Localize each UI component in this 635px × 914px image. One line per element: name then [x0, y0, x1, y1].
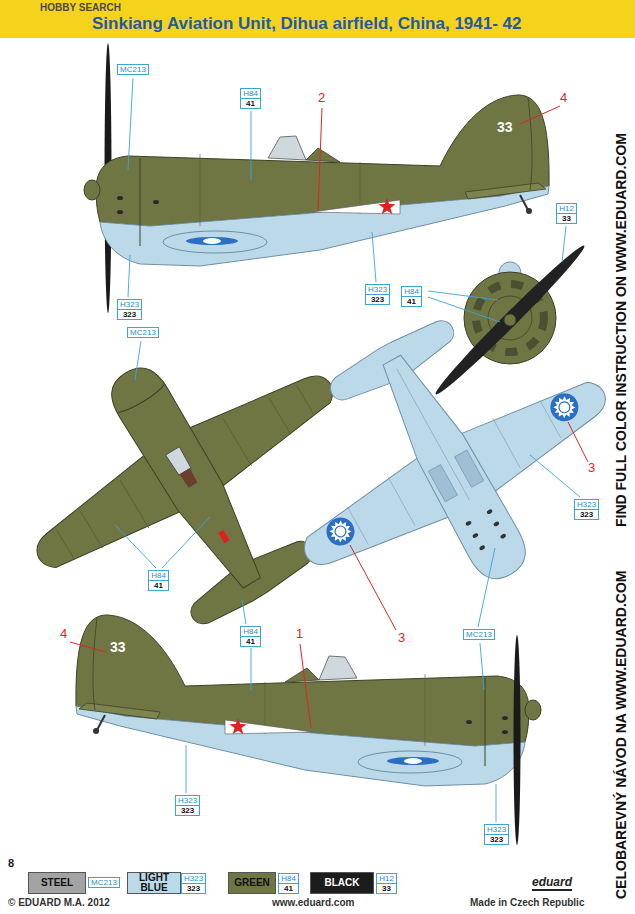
paint-code: H84 — [241, 89, 260, 98]
paint-number: 323 — [176, 805, 199, 815]
paint-code: MC213 — [128, 328, 158, 337]
paint-code: H84 — [402, 287, 421, 296]
callout-number: 3 — [398, 630, 405, 645]
paint-callout: H8441 — [401, 286, 422, 307]
paint-code: H84 — [149, 571, 168, 580]
callout-number: 2 — [318, 90, 325, 105]
paint-number: 41 — [149, 580, 168, 590]
paint-callout: H1233 — [556, 203, 577, 224]
side-view-left — [84, 95, 549, 266]
paint-code: H12 — [557, 204, 576, 213]
paint-callout: H323323 — [117, 299, 142, 320]
paint-code: H323 — [366, 285, 389, 294]
legend-text: LIGHT BLUE — [128, 873, 180, 893]
title-band — [0, 0, 635, 38]
paint-code: H84 — [241, 627, 260, 636]
paint-callout: H1233 — [376, 873, 397, 894]
paint-code: H323 — [485, 825, 508, 834]
bottom-view — [236, 264, 635, 657]
color-swatch: GREEN — [228, 872, 276, 894]
copyright: © EDUARD M.A. 2012 — [8, 897, 110, 909]
paint-code: H84 — [279, 874, 298, 883]
paint-callout: H8441 — [240, 626, 261, 647]
paint-number: 323 — [118, 309, 141, 319]
paint-code: MC213 — [464, 630, 494, 639]
side-note: CELOBAREVNÝ NÁVOD NA WWW.EDUARD.COM — [613, 571, 629, 899]
paint-number: 323 — [575, 509, 598, 519]
web-address: www.eduard.com — [272, 897, 354, 909]
callout-number: 4 — [60, 626, 67, 641]
callout-number: 3 — [588, 460, 595, 475]
page-number: 8 — [8, 857, 14, 870]
paint-callout: MC213 — [463, 629, 495, 640]
color-swatch: BLACK — [310, 872, 374, 894]
paint-callout: H8441 — [148, 570, 169, 591]
paint-code: H12 — [377, 874, 396, 883]
paint-leaders — [115, 78, 580, 822]
watermark: HOBBY SEARCH — [40, 2, 121, 14]
legend-text: GREEN — [234, 878, 270, 888]
paint-callout: MC213 — [117, 64, 149, 75]
paint-callout: H323323 — [175, 795, 200, 816]
paint-code: H323 — [575, 500, 598, 509]
paint-code: H323 — [176, 796, 199, 805]
callout-leaders — [70, 106, 588, 728]
legend-text: BLACK — [325, 878, 360, 888]
paint-callout: H8441 — [240, 88, 261, 109]
paint-number: 33 — [557, 213, 576, 223]
paint-callout: MC213 — [88, 877, 120, 888]
front-view — [431, 241, 589, 399]
paint-callout: H8441 — [278, 873, 299, 894]
origin-note: Made in Czech Republic — [470, 897, 584, 909]
side-view-right — [76, 615, 541, 786]
paint-code: H323 — [182, 874, 205, 883]
tail-number: 33 — [110, 639, 126, 655]
side-note: FIND FULL COLOR INSTRUCTION ON WWW.EDUAR… — [613, 133, 629, 527]
paint-callout: MC213 — [127, 327, 159, 338]
callout-number: 1 — [296, 626, 303, 641]
legend-text: STEEL — [41, 878, 73, 888]
paint-callout: H323323 — [484, 824, 509, 845]
top-view — [0, 285, 406, 684]
color-swatch: LIGHT BLUE — [127, 872, 181, 894]
paint-number: 41 — [241, 98, 260, 108]
paint-number: 33 — [377, 883, 396, 893]
paint-code: MC213 — [89, 878, 119, 887]
paint-number: 41 — [279, 883, 298, 893]
paint-number: 41 — [402, 296, 421, 306]
paint-callout: H323323 — [181, 873, 206, 894]
tail-number: 33 — [497, 119, 513, 135]
profile-title: Sinkiang Aviation Unit, Dihua airfield, … — [92, 14, 522, 34]
color-swatch: STEEL — [28, 872, 86, 894]
paint-code: MC213 — [118, 65, 148, 74]
paint-callout: H323323 — [574, 499, 599, 520]
propeller — [514, 635, 521, 845]
callout-number: 4 — [560, 90, 567, 105]
paint-code: H323 — [118, 300, 141, 309]
paint-number: 41 — [241, 636, 260, 646]
paint-number: 323 — [485, 834, 508, 844]
paint-number: 323 — [182, 883, 205, 893]
paint-number: 323 — [366, 294, 389, 304]
paint-callout: H323323 — [365, 284, 390, 305]
brand-logo: eduard — [532, 875, 572, 891]
